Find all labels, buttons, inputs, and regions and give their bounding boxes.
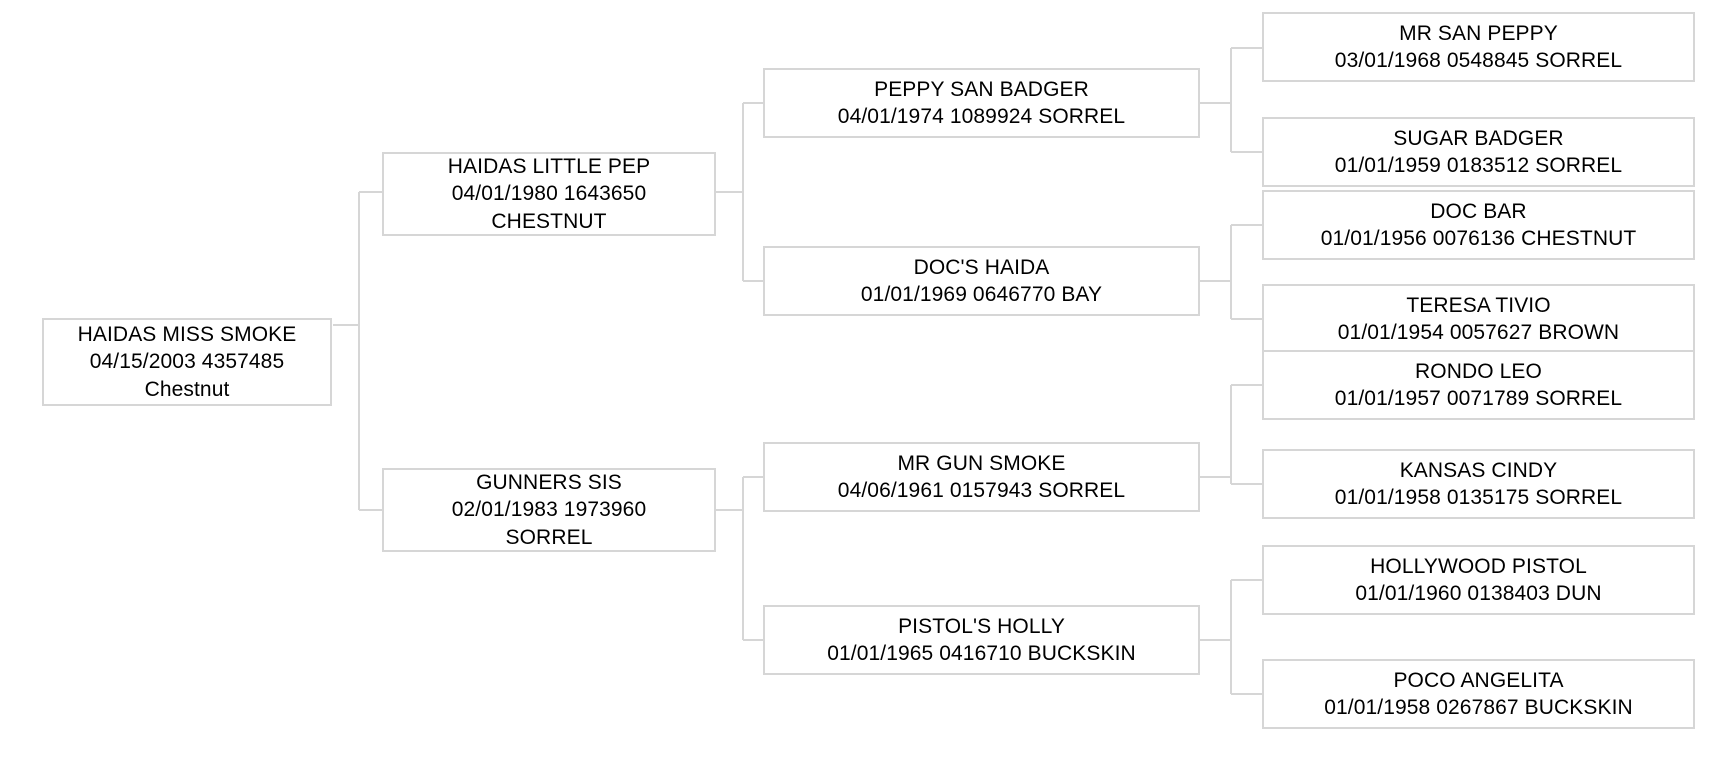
connector-sd-to-sd-dam (1199, 280, 1232, 319)
connector-dd-to-dd-sire (1199, 580, 1232, 641)
node-name: HAIDAS MISS SMOKE (77, 323, 297, 347)
connector-root-to-sire (333, 192, 360, 326)
node-name: RONDO LEO (1415, 359, 1542, 383)
node-detail-line-1: 01/01/1960 0138403 DUN (1355, 582, 1602, 605)
node-name: PEPPY SAN BADGER (874, 77, 1089, 101)
pedigree-node-ds-dam[interactable]: KANSAS CINDY 01/01/1958 0135175 SORREL (1262, 449, 1695, 519)
connector-sd-to-sd-sire (1199, 225, 1232, 282)
pedigree-node-ds-sire[interactable]: RONDO LEO 01/01/1957 0071789 SORREL (1262, 350, 1695, 420)
connector-ss-to-ss-sire (1199, 48, 1232, 104)
node-detail-line-1: 01/01/1958 0267867 BUCKSKIN (1324, 696, 1633, 719)
node-detail-line-2: Chestnut (144, 377, 230, 401)
node-detail-line-1: 01/01/1954 0057627 BROWN (1337, 321, 1620, 344)
node-name: SUGAR BADGER (1393, 126, 1564, 150)
connector-dam-to-dam-dam (715, 509, 744, 640)
pedigree-node-sire[interactable]: HAIDAS LITTLE PEP 04/01/1980 1643650 CHE… (382, 152, 716, 236)
pedigree-node-dam[interactable]: GUNNERS SIS 02/01/1983 1973960 SORREL (382, 468, 716, 552)
node-detail-line-1: 01/01/1957 0071789 SORREL (1334, 387, 1623, 410)
node-name: KANSAS CINDY (1399, 458, 1558, 482)
pedigree-node-sire-sire[interactable]: PEPPY SAN BADGER 04/01/1974 1089924 SORR… (763, 68, 1200, 138)
node-detail-line-1: 04/01/1980 1643650 (451, 182, 647, 206)
connector-sire-to-sire-sire (715, 103, 744, 193)
pedigree-node-dd-sire[interactable]: HOLLYWOOD PISTOL 01/01/1960 0138403 DUN (1262, 545, 1695, 615)
connector-ds-to-ds-dam (1199, 476, 1232, 484)
node-detail-line-1: 04/06/1961 0157943 SORREL (837, 479, 1126, 502)
pedigree-node-sire-dam[interactable]: DOC'S HAIDA 01/01/1969 0646770 BAY (763, 246, 1200, 316)
node-name: HAIDAS LITTLE PEP (447, 155, 651, 179)
connector-ds-to-ds-sire (1199, 385, 1232, 478)
pedigree-node-ss-dam[interactable]: SUGAR BADGER 01/01/1959 0183512 SORREL (1262, 117, 1695, 187)
pedigree-node-ss-sire[interactable]: MR SAN PEPPY 03/01/1968 0548845 SORREL (1262, 12, 1695, 82)
connector-dam-to-dam-sire (715, 477, 744, 511)
node-detail-line-1: 03/01/1968 0548845 SORREL (1334, 49, 1623, 72)
pedigree-node-root[interactable]: HAIDAS MISS SMOKE 04/15/2003 4357485 Che… (42, 318, 332, 406)
node-name: POCO ANGELITA (1393, 668, 1564, 692)
pedigree-node-dam-dam[interactable]: PISTOL'S HOLLY 01/01/1965 0416710 BUCKSK… (763, 605, 1200, 675)
connector-ss-to-ss-dam (1199, 102, 1232, 152)
node-name: DOC BAR (1430, 199, 1527, 223)
node-detail-line-1: 04/15/2003 4357485 (89, 350, 285, 374)
pedigree-node-dam-sire[interactable]: MR GUN SMOKE 04/06/1961 0157943 SORREL (763, 442, 1200, 512)
node-name: DOC'S HAIDA (913, 255, 1050, 279)
node-name: MR GUN SMOKE (897, 451, 1066, 475)
node-detail-line-1: 01/01/1958 0135175 SORREL (1334, 486, 1623, 509)
pedigree-node-sd-dam[interactable]: TERESA TIVIO 01/01/1954 0057627 BROWN (1262, 284, 1695, 354)
connector-root-to-dam (333, 324, 360, 510)
node-name: PISTOL'S HOLLY (898, 614, 1065, 638)
node-name: HOLLYWOOD PISTOL (1370, 554, 1587, 578)
node-detail-line-1: 01/01/1959 0183512 SORREL (1334, 154, 1623, 177)
node-detail-line-1: 01/01/1969 0646770 BAY (860, 283, 1103, 306)
connector-sire-to-sire-dam (715, 191, 744, 281)
pedigree-node-dd-dam[interactable]: POCO ANGELITA 01/01/1958 0267867 BUCKSKI… (1262, 659, 1695, 729)
node-name: TERESA TIVIO (1406, 293, 1551, 317)
node-name: GUNNERS SIS (476, 471, 622, 495)
node-name: MR SAN PEPPY (1399, 21, 1558, 45)
node-detail-line-1: 01/01/1965 0416710 BUCKSKIN (827, 642, 1136, 665)
connector-dd-to-dd-dam (1199, 639, 1232, 694)
node-detail-line-1: 04/01/1974 1089924 SORREL (837, 105, 1126, 128)
node-detail-line-1: 02/01/1983 1973960 (451, 498, 647, 522)
node-detail-line-2: SORREL (505, 525, 593, 549)
node-detail-line-1: 01/01/1956 0076136 CHESTNUT (1320, 227, 1637, 250)
pedigree-node-sd-sire[interactable]: DOC BAR 01/01/1956 0076136 CHESTNUT (1262, 190, 1695, 260)
node-detail-line-2: CHESTNUT (491, 209, 607, 233)
